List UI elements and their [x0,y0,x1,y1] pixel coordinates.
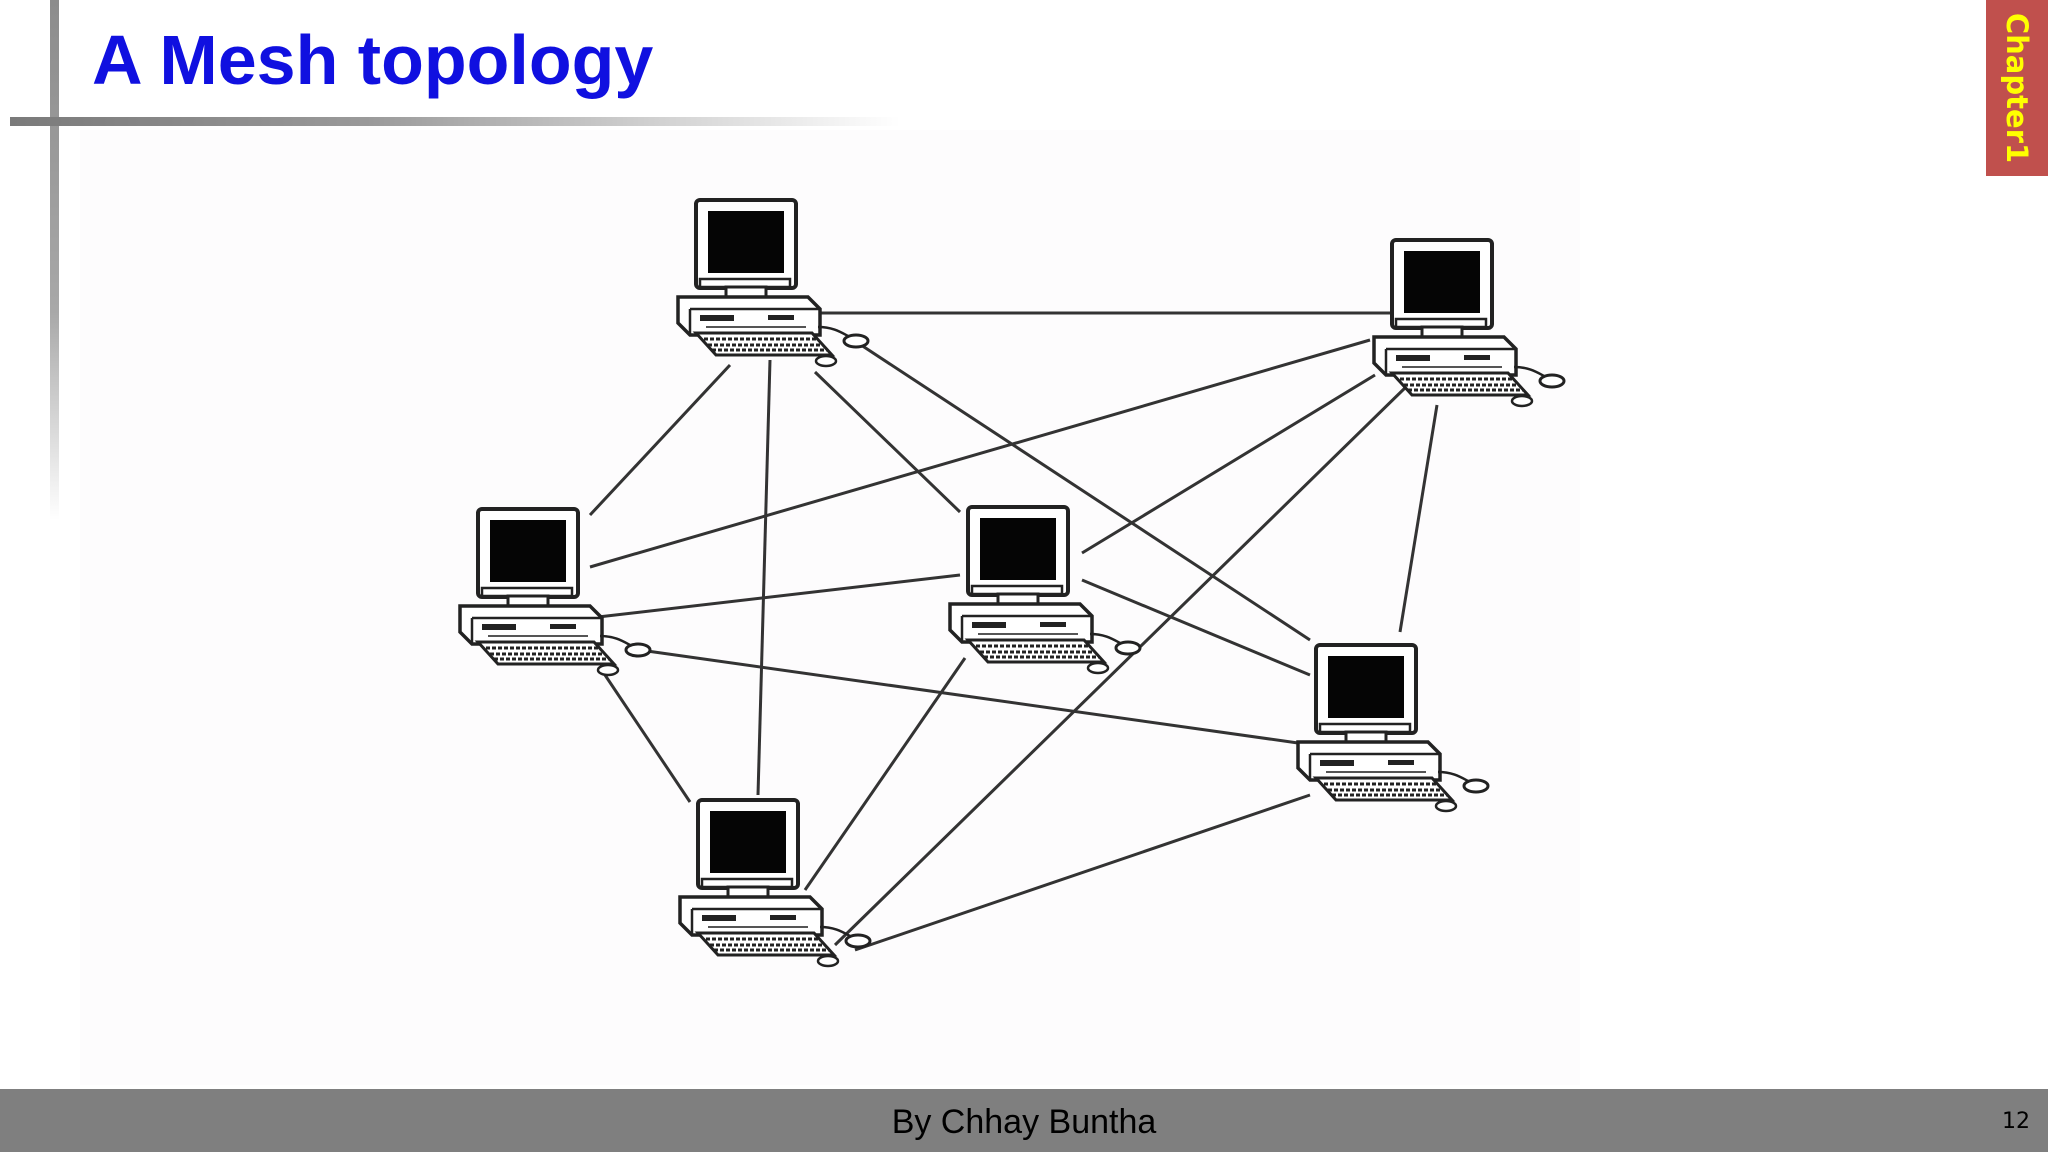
desktop-computer-icon [1296,643,1490,813]
node-computer-top [676,198,870,368]
link [854,793,1311,952]
link [597,573,961,619]
node-computer-left [458,507,652,677]
footer-author-text: By Chhay Buntha [891,1103,1157,1141]
desktop-computer-icon [1372,238,1566,408]
link [1081,578,1311,677]
link [589,338,1371,569]
node-computer-top-right [1372,238,1566,408]
desktop-computer-icon [458,507,652,677]
title-underline-bar [10,117,900,126]
diagram-background [80,130,1580,1085]
node-computer-center [948,505,1142,675]
page-number: 12 [2002,1109,2030,1134]
link [803,657,967,891]
desktop-computer-icon [678,798,872,968]
link [1398,404,1439,633]
link [1081,373,1376,555]
link [756,359,772,796]
link [603,674,692,803]
link [588,363,732,517]
slide-title: A Mesh topology [92,21,654,99]
node-computer-bottom [678,798,872,968]
mesh-links [588,311,1439,952]
desktop-computer-icon [948,505,1142,675]
chapter-tab[interactable]: Chapter1 [1986,0,2048,176]
link [639,648,1299,745]
footer-bar: By Chhay Buntha 12 [0,1089,2048,1152]
desktop-computer-icon [676,198,870,368]
title-vertical-accent-bar [50,0,59,520]
link [857,341,1311,642]
link [833,383,1410,947]
node-computer-right [1296,643,1490,813]
link [813,370,962,514]
